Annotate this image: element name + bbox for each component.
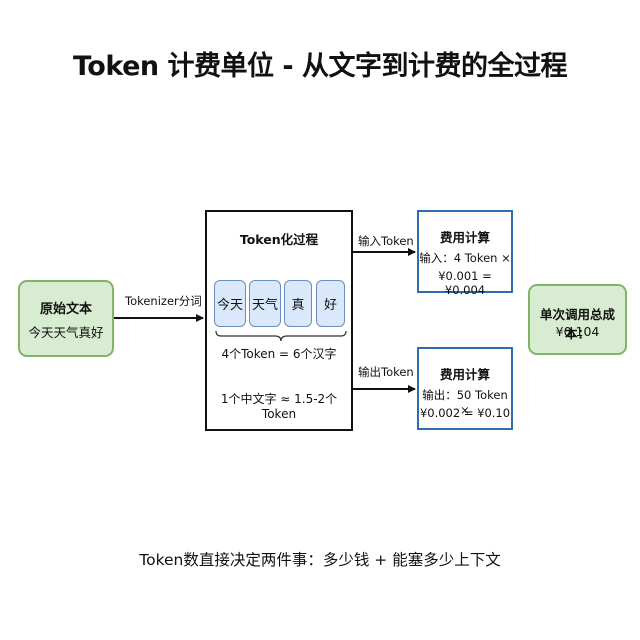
token-summary: 4个Token = 6个汉字 <box>221 347 337 361</box>
source-text-node: 原始文本 今天天气真好 <box>18 280 114 357</box>
diagram-title: Token 计费单位 - 从文字到计费的全过程 <box>72 51 568 82</box>
source-heading: 原始文本 <box>39 302 92 317</box>
output-cost-node: 费用计算 输出：50 Token × ¥0.002 = ¥0.10 <box>417 347 513 430</box>
total-value: ¥0.104 <box>555 324 600 339</box>
token-chip: 真 <box>284 280 312 327</box>
ratio-note: 1个中文字 ≈ 1.5-2个Token <box>220 392 338 421</box>
footer-caption: Token数直接决定两件事：多少钱 + 能塞多少上下文 <box>139 551 501 569</box>
input-token-edge-label: 输入Token <box>358 234 414 248</box>
input-cost-line1: 输入：4 Token × <box>419 251 511 265</box>
output-token-edge-label: 输出Token <box>358 365 414 379</box>
source-text: 今天天气真好 <box>28 325 104 340</box>
curly-brace-icon <box>215 330 347 342</box>
input-cost-node: 费用计算 输入：4 Token × ¥0.001 = ¥0.004 <box>417 210 513 297</box>
total-cost-node: 单次调用总成本： ¥0.104 <box>528 284 627 355</box>
token-chip: 天气 <box>249 280 281 327</box>
output-cost-heading: 费用计算 <box>439 367 490 382</box>
input-cost-heading: 费用计算 <box>439 230 490 245</box>
tokenization-process-node: Token化过程 今天 天气 真 好 4个Token = 6个汉字 1个中文字 … <box>205 210 353 431</box>
output-cost-line1: 输出：50 Token × <box>422 388 508 417</box>
total-heading: 单次调用总成本： <box>539 307 615 341</box>
token-chip: 好 <box>316 280 345 327</box>
token-chip: 今天 <box>214 280 246 327</box>
tokenize-edge-label: Tokenizer分词 <box>125 294 202 308</box>
process-heading: Token化过程 <box>239 232 319 247</box>
input-cost-line2: ¥0.001 = ¥0.004 <box>438 269 492 297</box>
output-cost-line2: ¥0.002 = ¥0.10 <box>419 406 511 420</box>
